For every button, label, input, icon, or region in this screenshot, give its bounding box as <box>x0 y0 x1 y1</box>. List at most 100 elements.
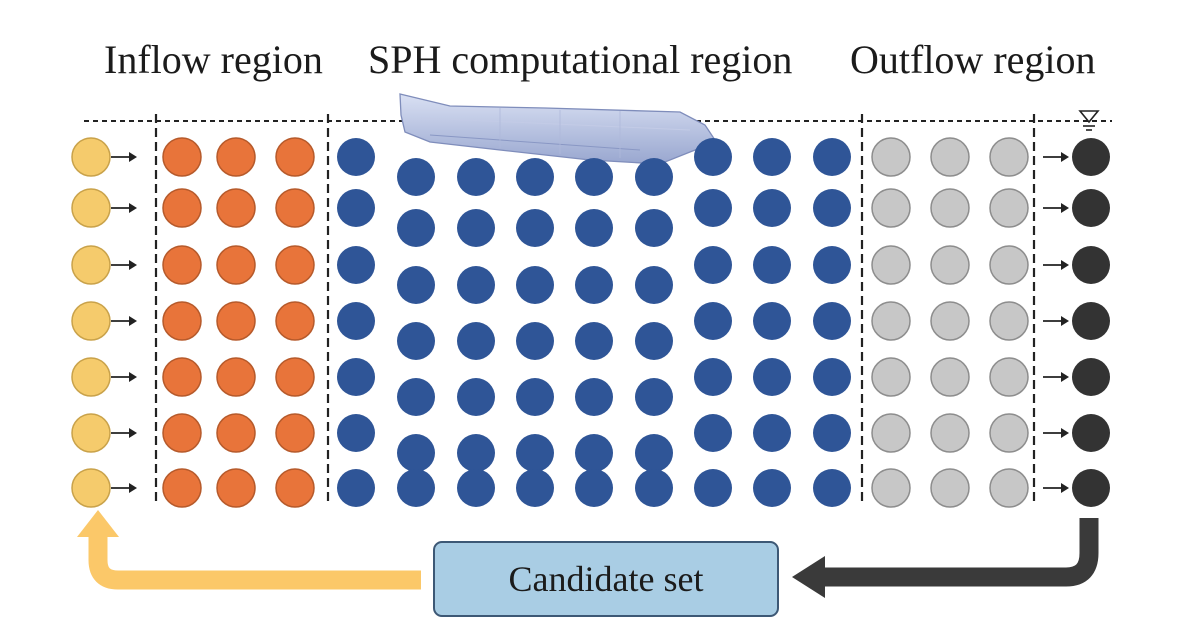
sph-particle <box>575 266 613 304</box>
inflow-particle <box>162 413 202 453</box>
outlet-particle <box>1072 358 1110 396</box>
outflow-particle <box>989 301 1029 341</box>
inflow-particle <box>216 137 256 177</box>
sph-particle <box>397 209 435 247</box>
inlet-arrow-icon <box>111 260 137 270</box>
inlet-arrow-icon <box>111 483 137 493</box>
sph-region-label: SPH computational region <box>368 37 793 82</box>
sph-particle <box>694 414 732 452</box>
sph-particle <box>516 378 554 416</box>
inlet-particle <box>71 468 111 508</box>
outlet-arrow-icon <box>1043 260 1069 270</box>
sph-particle <box>457 469 495 507</box>
inflow-particle <box>162 468 202 508</box>
outflow-particle <box>930 245 970 285</box>
outflow-particle <box>871 357 911 397</box>
sph-particle <box>635 209 673 247</box>
outlet-arrow-icon <box>1043 483 1069 493</box>
inflow-particle <box>162 357 202 397</box>
sph-particle <box>694 138 732 176</box>
sph-particle <box>694 469 732 507</box>
outflow-particle <box>871 188 911 228</box>
sph-particle <box>635 158 673 196</box>
outlet-arrow-icon <box>1043 372 1069 382</box>
free-surface-triangle-icon <box>1078 110 1100 131</box>
particle-grid <box>71 137 1110 508</box>
sph-particle <box>337 358 375 396</box>
sph-particle <box>635 434 673 472</box>
sph-particle <box>753 246 791 284</box>
sph-particle <box>397 469 435 507</box>
inlet-arrow-icon <box>111 372 137 382</box>
inflow-particle <box>216 245 256 285</box>
sph-particle <box>694 246 732 284</box>
sph-particle <box>575 209 613 247</box>
sph-particle <box>753 138 791 176</box>
outflow-particle <box>871 301 911 341</box>
outflow-particle <box>989 468 1029 508</box>
outflow-particle <box>930 137 970 177</box>
outflow-particle <box>871 245 911 285</box>
inflow-particle <box>162 188 202 228</box>
return-arrow-to-inlet <box>77 510 421 590</box>
return-arrow-from-outlet <box>792 518 1099 598</box>
sph-particle <box>457 434 495 472</box>
sph-particle <box>753 189 791 227</box>
sph-particle <box>813 189 851 227</box>
sph-particle <box>694 189 732 227</box>
outflow-particle <box>989 357 1029 397</box>
inflow-particle <box>275 413 315 453</box>
inflow-particle <box>216 468 256 508</box>
sph-particle <box>516 434 554 472</box>
outflow-particle <box>871 137 911 177</box>
outlet-particle <box>1072 414 1110 452</box>
outlet-particle <box>1072 138 1110 176</box>
inflow-particle <box>216 357 256 397</box>
sph-particle <box>753 358 791 396</box>
sph-particle <box>337 469 375 507</box>
sph-particle <box>337 189 375 227</box>
sph-particle <box>813 138 851 176</box>
sph-particle <box>397 158 435 196</box>
sph-particle <box>397 322 435 360</box>
sph-particle <box>516 266 554 304</box>
inlet-arrow-icon <box>111 428 137 438</box>
sph-particle <box>635 469 673 507</box>
outflow-particle <box>989 137 1029 177</box>
sph-particle <box>457 322 495 360</box>
inlet-particle <box>71 413 111 453</box>
sph-particle <box>457 158 495 196</box>
inflow-particle <box>275 468 315 508</box>
outlet-particle <box>1072 189 1110 227</box>
inflow-particle <box>216 188 256 228</box>
sph-particle <box>635 378 673 416</box>
sph-particle <box>337 302 375 340</box>
outflow-particle <box>930 188 970 228</box>
sph-particle <box>337 414 375 452</box>
inflow-particle <box>275 245 315 285</box>
sph-particle <box>575 469 613 507</box>
inflow-particle <box>162 301 202 341</box>
sph-particle <box>397 434 435 472</box>
inflow-particle <box>275 357 315 397</box>
sph-particle <box>337 138 375 176</box>
sph-particle <box>753 302 791 340</box>
sph-particle <box>337 246 375 284</box>
sph-particle <box>397 266 435 304</box>
sph-particle <box>516 209 554 247</box>
sph-particle <box>575 158 613 196</box>
sph-particle <box>813 469 851 507</box>
outflow-particle <box>930 468 970 508</box>
inflow-particle <box>162 137 202 177</box>
outflow-particle <box>871 413 911 453</box>
sph-particle <box>635 266 673 304</box>
inlet-arrow-icon <box>111 316 137 326</box>
outlet-particle <box>1072 469 1110 507</box>
inflow-particle <box>275 301 315 341</box>
outlet-arrow-icon <box>1043 152 1069 162</box>
sph-particle <box>457 378 495 416</box>
inlet-particle <box>71 245 111 285</box>
inlet-arrow-icon <box>111 152 137 162</box>
outflow-particle <box>930 413 970 453</box>
sph-particle <box>753 414 791 452</box>
